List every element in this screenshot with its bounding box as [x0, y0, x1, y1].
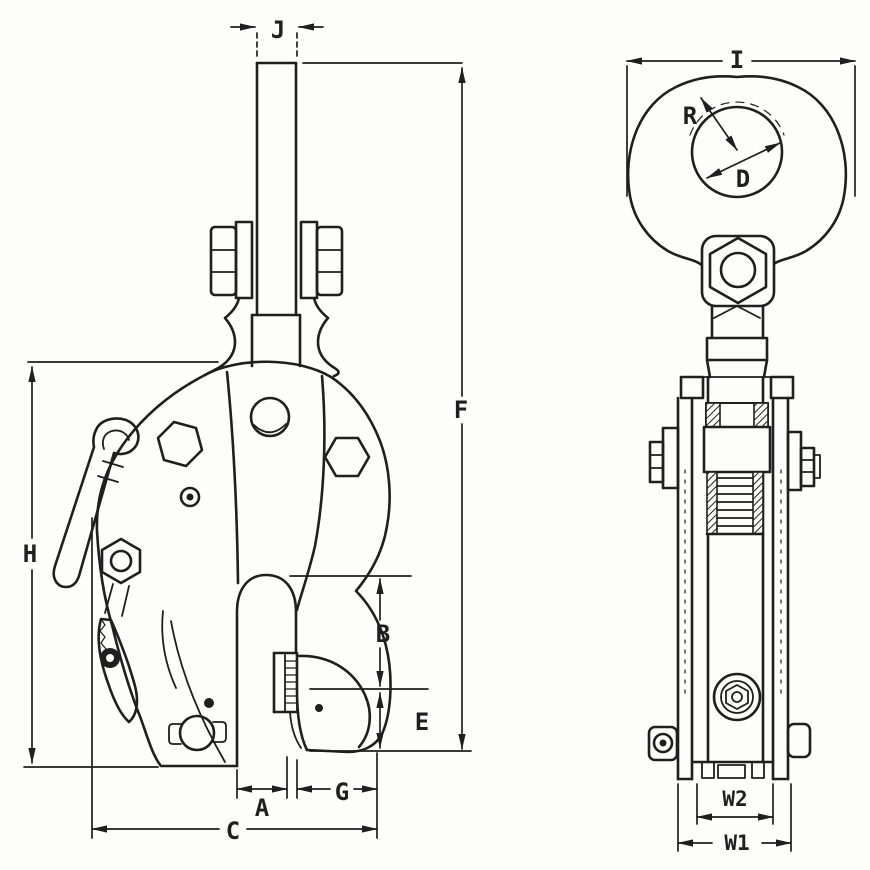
- toggle-pin: [168, 698, 227, 752]
- pivot-bolt-left: [648, 426, 680, 490]
- side-tab-right: [786, 722, 812, 759]
- dim-label-f: F: [454, 396, 468, 424]
- swivel-neck: [702, 304, 772, 379]
- center-column: [702, 375, 772, 764]
- release-lever: [52, 417, 140, 589]
- bottom-feet: [690, 760, 775, 779]
- spring: [705, 471, 765, 536]
- cam-jaw: [297, 654, 372, 749]
- dim-label-e: E: [415, 708, 429, 736]
- jaw-throat: [235, 573, 309, 768]
- top-hole: [249, 396, 291, 438]
- serrated-pad: [284, 660, 298, 704]
- side-tab-left: [647, 725, 679, 762]
- swivel-pin-nut: [700, 234, 776, 308]
- dim-label-c: C: [226, 817, 240, 845]
- dim-label-d: D: [736, 165, 750, 193]
- front-view-dimensions: I W2 W1: [626, 46, 856, 855]
- dim-label-i: I: [730, 46, 744, 74]
- pivot-nut: [100, 537, 142, 585]
- dim-label-b: B: [376, 620, 390, 648]
- dim-label-r: R: [683, 102, 698, 130]
- lifting-eye-plate: R D: [626, 75, 848, 274]
- dim-label-g: G: [335, 778, 349, 806]
- hex-bolt-right: [323, 436, 371, 478]
- dim-label-a: A: [255, 794, 270, 822]
- clevis-assembly: [203, 220, 344, 378]
- pivot-bolt-right: [786, 430, 821, 492]
- dim-label-w1: W1: [724, 831, 749, 855]
- cam-axle-boss: [712, 672, 762, 722]
- dim-label-w2: W2: [722, 787, 747, 811]
- lock-pawl: [97, 583, 139, 724]
- dim-label-h: H: [23, 540, 37, 568]
- swivel-block: [702, 425, 772, 474]
- clamp-front-view: R D: [626, 46, 856, 855]
- clamp-body: [95, 360, 392, 768]
- shank: [250, 61, 302, 368]
- hex-bolt-left: [156, 420, 204, 468]
- clamp-side-view: J F H B E A: [23, 16, 472, 845]
- side-view-dimensions: J F H B E A: [23, 16, 472, 845]
- dim-label-j: J: [271, 16, 285, 44]
